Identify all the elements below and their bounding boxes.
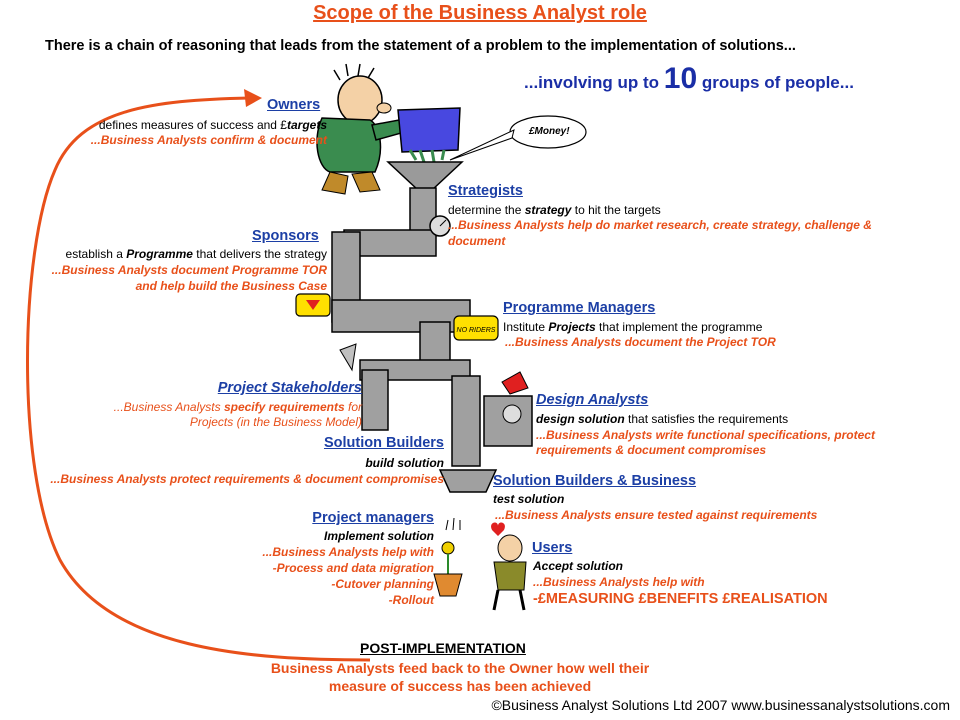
group-count: 10 [663, 62, 698, 95]
money-bubble [449, 115, 587, 161]
user-figure [491, 522, 527, 611]
no-riders-sign [453, 315, 499, 341]
owners-ba: ...Business Analysts confirm & document [90, 133, 327, 147]
pressure-gauge [429, 215, 451, 237]
solution-builders-desc: build solution [365, 456, 444, 470]
sponsors-ba-1: ...Business Analysts document Programme … [51, 263, 327, 277]
project-managers-ba-2: -Process and data migration [272, 561, 434, 575]
post-implementation-heading: POST-IMPLEMENTATION [360, 640, 526, 656]
owner-figure [316, 63, 461, 195]
money-bubble-text: £Money! [529, 126, 570, 137]
design-analysts-heading: Design Analysts [536, 392, 649, 408]
project-managers-ba-4: -Rollout [388, 593, 434, 607]
owners-desc: defines measures of success and £targets [98, 118, 327, 132]
post-implementation-text: Business Analysts feed back to the Owner… [270, 660, 650, 694]
design-analysts-ba-2: requirements & document compromises [536, 443, 767, 457]
programme-managers-heading: Programme Managers [503, 300, 656, 316]
solution-builders-business-desc: test solution [493, 492, 565, 506]
sponsors-desc: establish a Programme that delivers the … [65, 247, 327, 261]
involving-tagline: ...involving up to 10 groups of people..… [524, 62, 854, 95]
project-stakeholders-ba-2: Projects (in the Business Model) [189, 415, 362, 429]
design-gauge [502, 404, 522, 424]
feedback-arrowhead [244, 89, 262, 107]
users-ba: ...Business Analysts help with [533, 575, 705, 589]
users-heading: Users [532, 540, 573, 556]
project-managers-heading: Project managers [312, 510, 434, 526]
project-stakeholders-heading: Project Stakeholders [217, 380, 362, 396]
solution-builders-ba: ...Business Analysts protect requirement… [50, 472, 444, 486]
owners-heading: Owners [267, 97, 321, 113]
wrench [339, 343, 357, 372]
flower-pot [433, 541, 463, 597]
strategists-heading: Strategists [448, 183, 523, 199]
users-measure: -£MEASURING £BENEFITS £REALISATION [533, 591, 828, 607]
design-analysts-desc: design solution that satisfies the requi… [536, 412, 789, 426]
project-stakeholders-ba: ...Business Analysts specify requirement… [113, 400, 362, 414]
design-analysts-ba-1: ...Business Analysts write functional sp… [536, 428, 875, 442]
solution-builders-heading: Solution Builders [323, 435, 444, 451]
strategists-ba-1: ...Business Analysts help do market rese… [448, 218, 872, 232]
project-managers-ba-3: -Cutover planning [331, 577, 434, 591]
sponsors-ba-2: and help build the Business Case [135, 279, 327, 293]
project-managers-desc: Implement solution [323, 529, 434, 543]
strategists-desc: determine the strategy to hit the target… [448, 203, 661, 217]
programme-managers-desc: Institute Projects that implement the pr… [503, 320, 763, 334]
sponsors-heading: Sponsors [252, 228, 319, 244]
svg-text:NO RIDERS: NO RIDERS [457, 327, 496, 334]
page-title: Scope of the Business Analyst role [313, 2, 647, 24]
project-managers-ba-1: ...Business Analysts help with [262, 545, 434, 559]
feedback-arrow [26, 96, 371, 662]
red-horn [501, 371, 529, 395]
users-desc: Accept solution [533, 559, 624, 573]
programme-managers-ba: ...Business Analysts document the Projec… [505, 335, 776, 349]
solution-builders-business-heading: Solution Builders & Business [493, 473, 697, 489]
solution-builders-business-ba: ...Business Analysts ensure tested again… [495, 508, 818, 522]
strategists-ba-2: document [448, 234, 506, 248]
page-subtitle: There is a chain of reasoning that leads… [45, 38, 796, 54]
copyright: ©Business Analyst Solutions Ltd 2007 www… [491, 697, 950, 713]
